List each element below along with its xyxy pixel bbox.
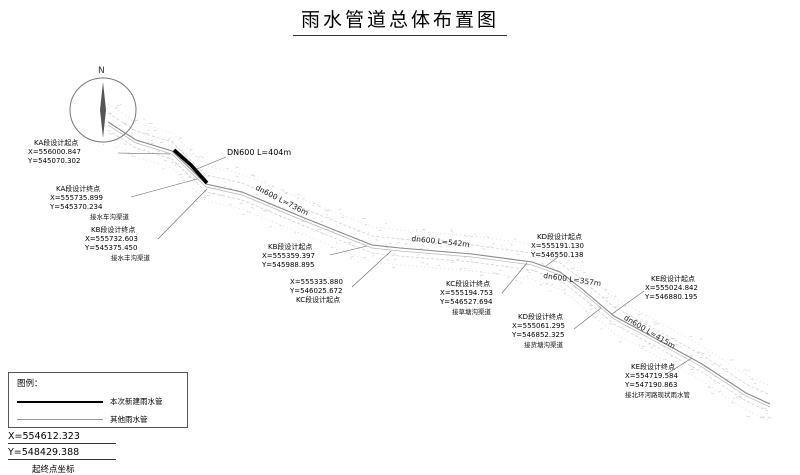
leader-line	[611, 290, 645, 315]
road-edge-lower	[107, 129, 771, 413]
point-note: 接草塘沟渠道	[452, 308, 491, 316]
point-note: 接北环河路现状雨水管	[625, 391, 690, 399]
point-x: X=555191.130	[531, 242, 584, 250]
north-arrow-circle	[69, 77, 137, 143]
origin-coords: X=554612.323 Y=548429.388 起终点坐标	[8, 431, 116, 475]
legend-item-label: 其他雨水管	[110, 415, 148, 424]
legend-item-new-pipe: 本次新建雨水管	[17, 396, 179, 407]
kd-end-label: KD段设计终点 X=555061.295 Y=546852.325 接货塘沟渠道	[512, 313, 565, 350]
point-y: Y=546025.672	[290, 287, 343, 295]
point-x: X=555359.397	[262, 252, 315, 260]
leader-line	[501, 262, 528, 294]
kb-start-label: KB段设计起点 X=555359.397 Y=545988.895	[262, 243, 315, 270]
leader-line	[545, 256, 559, 267]
ka-end-label: KA段设计终点 X=555735.899 Y=545370.234 接水车沟渠道	[50, 185, 129, 222]
leader-lines	[117, 152, 693, 374]
point-title: KC段设计起点	[296, 296, 341, 304]
ke-end-label: KE段设计终点 X=554719.584 Y=547190.863 接北环河路现…	[625, 363, 690, 400]
point-x: X=555735.899	[50, 194, 103, 202]
kb-end-label: KB段设计终点 X=555732.603 Y=545375.450 接水丰沟渠道	[85, 226, 150, 263]
drawing-title: 雨水管道总体布置图	[292, 5, 508, 36]
kd-start-label: KD段设计起点 X=555191.130 Y=546550.138	[531, 233, 584, 260]
point-title: KD段设计终点	[518, 313, 563, 321]
new-pipe-segment	[172, 148, 209, 185]
leader-line	[117, 152, 171, 155]
point-note: 接水丰沟渠道	[111, 254, 150, 262]
legend-item-other-pipe: 其他雨水管	[17, 414, 179, 425]
leader-line	[667, 357, 693, 374]
point-note: 接货塘沟渠道	[524, 341, 563, 349]
legend-item-label: 本次新建雨水管	[110, 397, 163, 406]
origin-x: X=554612.323	[8, 431, 116, 444]
leader-line	[130, 178, 198, 198]
point-y: Y=546880.195	[645, 293, 698, 301]
point-title: KC段设计终点	[446, 280, 491, 288]
point-title: KB段设计终点	[91, 226, 136, 234]
point-y: Y=546852.325	[512, 331, 565, 339]
point-title: KE段设计终点	[631, 363, 676, 371]
origin-y: Y=548429.388	[8, 447, 116, 460]
point-title: KD段设计起点	[537, 233, 582, 241]
point-x: X=555194.753	[440, 289, 493, 297]
leader-line	[196, 156, 227, 170]
point-x: X=555024.842	[645, 284, 698, 292]
origin-caption: 起终点坐标	[32, 465, 75, 475]
kc-start-label: X=555335.880 Y=546025.672 KC段设计起点	[290, 278, 343, 305]
point-y: Y=546550.138	[531, 251, 584, 259]
point-title: KB段设计起点	[268, 243, 313, 251]
kc-end-label: KC段设计终点 X=555194.753 Y=546527.694 接草塘沟渠道	[440, 280, 493, 317]
point-x: X=554719.584	[625, 372, 678, 380]
point-y: Y=545370.234	[50, 203, 103, 211]
segment-label-dn600-404: DN600 L=404m	[227, 148, 292, 157]
point-title: KE段设计起点	[651, 275, 696, 283]
leader-line	[573, 307, 602, 330]
pipeline-route	[107, 121, 771, 405]
leader-line	[351, 250, 392, 288]
point-x: X=555061.295	[512, 322, 565, 330]
leader-line	[329, 245, 368, 256]
legend-title: 图例：	[17, 379, 43, 389]
pipeline-route-parallel	[107, 124, 771, 408]
point-y: Y=546527.694	[440, 298, 493, 306]
new-pipe-line-icon	[17, 400, 103, 403]
ke-start-label: KE段设计起点 X=555024.842 Y=546880.195	[645, 275, 698, 302]
north-label: N	[98, 66, 105, 76]
point-x: X=556000.847	[28, 148, 81, 156]
north-needle-icon	[100, 82, 106, 138]
point-title: KA段设计终点	[56, 185, 101, 193]
point-x: X=555732.603	[85, 235, 138, 243]
ka-start-label: KA段设计起点 X=556000.847 Y=545070.302	[28, 139, 81, 166]
other-pipe-line-icon	[17, 419, 103, 420]
leader-line	[157, 188, 208, 240]
point-y: Y=545988.895	[262, 261, 315, 269]
point-y: Y=545375.450	[85, 244, 138, 252]
road-edge-upper	[107, 112, 771, 396]
point-note: 接水车沟渠道	[90, 213, 129, 221]
legend-box: 图例： 本次新建雨水管 其他雨水管	[8, 372, 188, 428]
point-x: X=555335.880	[290, 278, 343, 286]
point-title: KA段设计起点	[34, 139, 79, 147]
point-y: Y=547190.863	[625, 381, 678, 389]
point-y: Y=545070.302	[28, 157, 81, 165]
